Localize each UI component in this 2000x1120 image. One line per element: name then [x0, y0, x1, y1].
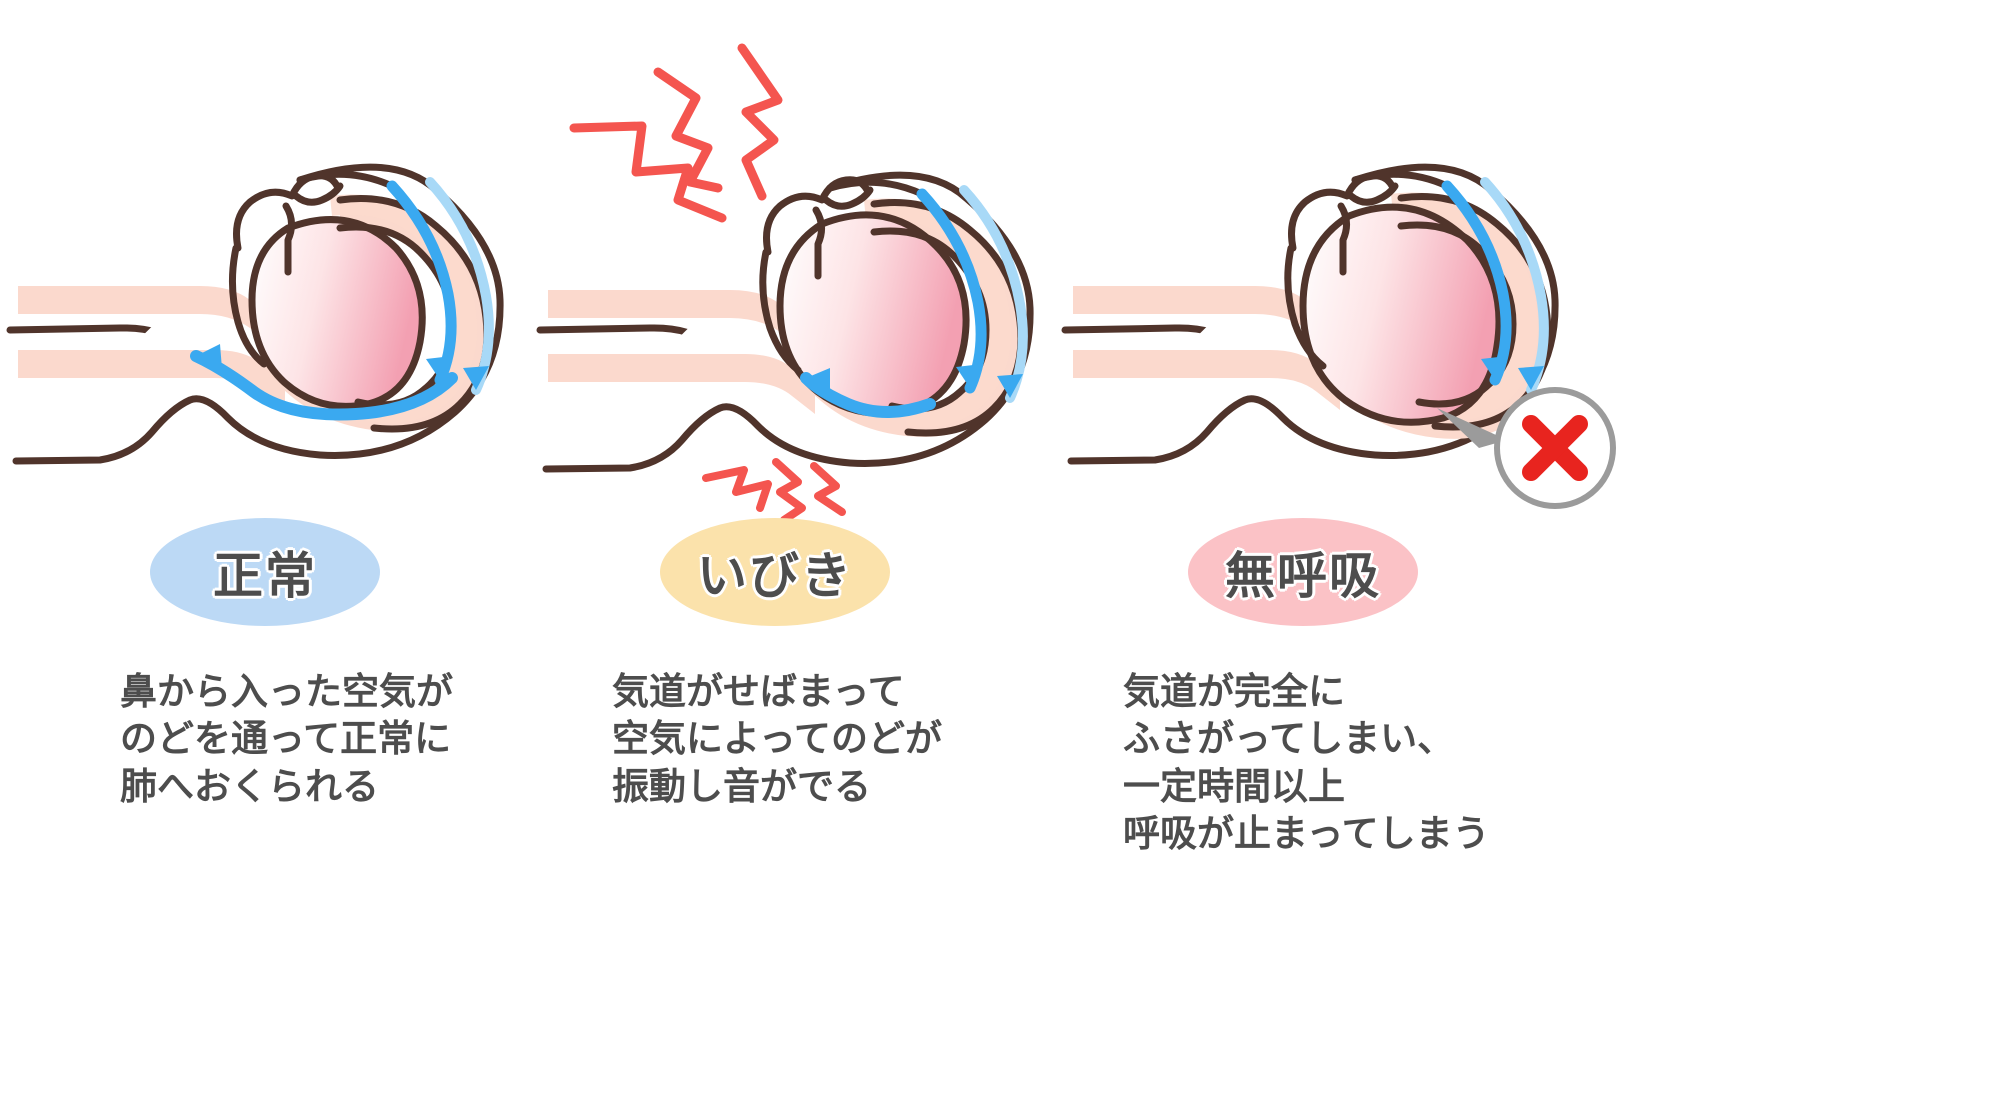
airflow-nasal-path — [425, 177, 494, 395]
palate-top-line — [1351, 170, 1451, 190]
nasal-cavity-fill — [1073, 286, 1323, 342]
nasal-cavity-fill — [18, 286, 268, 342]
caption-normal: 鼻から入った空気が のどを通って正常に 肺へおくられる — [120, 671, 453, 807]
nostril-line — [292, 182, 344, 206]
palate-edge — [1337, 202, 1350, 276]
airflow-arrow-icon — [800, 185, 1028, 418]
sound-zigzag-icon — [569, 43, 783, 223]
airflow-nasal-path — [959, 185, 1028, 403]
callout-pointer — [1437, 408, 1507, 448]
illustration-snore — [530, 0, 1196, 520]
palate-edge — [812, 206, 825, 280]
nasal-cavity-fill — [548, 290, 798, 346]
airflow-nasal-path — [1480, 177, 1549, 395]
airflow-throat-path — [800, 372, 936, 418]
airflow-nasal-head — [997, 374, 1023, 398]
panel-apnea: 無呼吸 気道が完全に ふさがってしまい、 一定時間以上 呼吸が止まってしまう — [1055, 0, 1721, 1120]
airflow-throat-head — [806, 368, 830, 393]
airflow-inner-head — [1481, 356, 1507, 380]
airflow-nasal-head — [463, 366, 489, 390]
airflow-inner-head — [426, 356, 452, 380]
airflow-inner-path — [386, 180, 457, 386]
palate-top-line — [826, 178, 926, 198]
illustration-apnea — [1055, 0, 1721, 520]
badge-label: 無呼吸 — [1225, 548, 1381, 604]
palate-edge — [282, 202, 295, 276]
callout-circle-icon — [1437, 387, 1616, 509]
jaw-inner — [759, 248, 802, 374]
oral-cavity-fill — [548, 354, 815, 414]
blocked-x-icon — [1522, 415, 1588, 481]
status-badge-normal: 正常 — [150, 518, 380, 626]
airflow-arrow-icon — [1441, 177, 1549, 395]
nostril-line — [1347, 182, 1399, 206]
airflow-throat-path — [190, 350, 458, 421]
status-badge-apnea: 無呼吸 — [1188, 518, 1418, 626]
airflow-inner-path — [1441, 180, 1512, 386]
pharynx-wall-inner — [1397, 221, 1517, 408]
jaw-inner — [1284, 244, 1327, 370]
panel-normal: 正常 鼻から入った空気が のどを通って正常に 肺へおくられる — [0, 0, 666, 1120]
badge-label: 正常 — [213, 548, 317, 604]
vibration-zigzag-icon — [702, 458, 846, 520]
airflow-nasal-head — [1518, 366, 1544, 390]
jaw-inner — [228, 244, 268, 368]
airflow-inner-head — [956, 364, 982, 388]
caption-snore: 気道がせばまって 空気によってのどが 振動し音がでる — [612, 671, 943, 807]
tongue-icon — [248, 216, 426, 410]
status-badge-snore: いびき — [660, 518, 890, 626]
soft-palate-fill — [1391, 192, 1538, 421]
badge-label: いびき — [697, 548, 853, 604]
panel-snore: いびき 気道がせばまって 空気によってのどが 振動し音がでる — [530, 0, 1196, 1120]
airflow-inner-path — [916, 188, 987, 394]
caption-apnea: 気道が完全に ふさがってしまい、 一定時間以上 呼吸が止まってしまう — [1123, 671, 1490, 855]
illustration-normal — [0, 0, 666, 520]
airflow-throat-head — [196, 344, 222, 369]
nostril-line — [822, 186, 874, 210]
pharynx-fill — [262, 198, 487, 432]
palate-top-line — [296, 170, 396, 190]
airflow-arrow-icon — [190, 177, 494, 421]
soft-palate-fill — [864, 198, 1011, 427]
oral-cavity-fill — [1073, 350, 1340, 410]
